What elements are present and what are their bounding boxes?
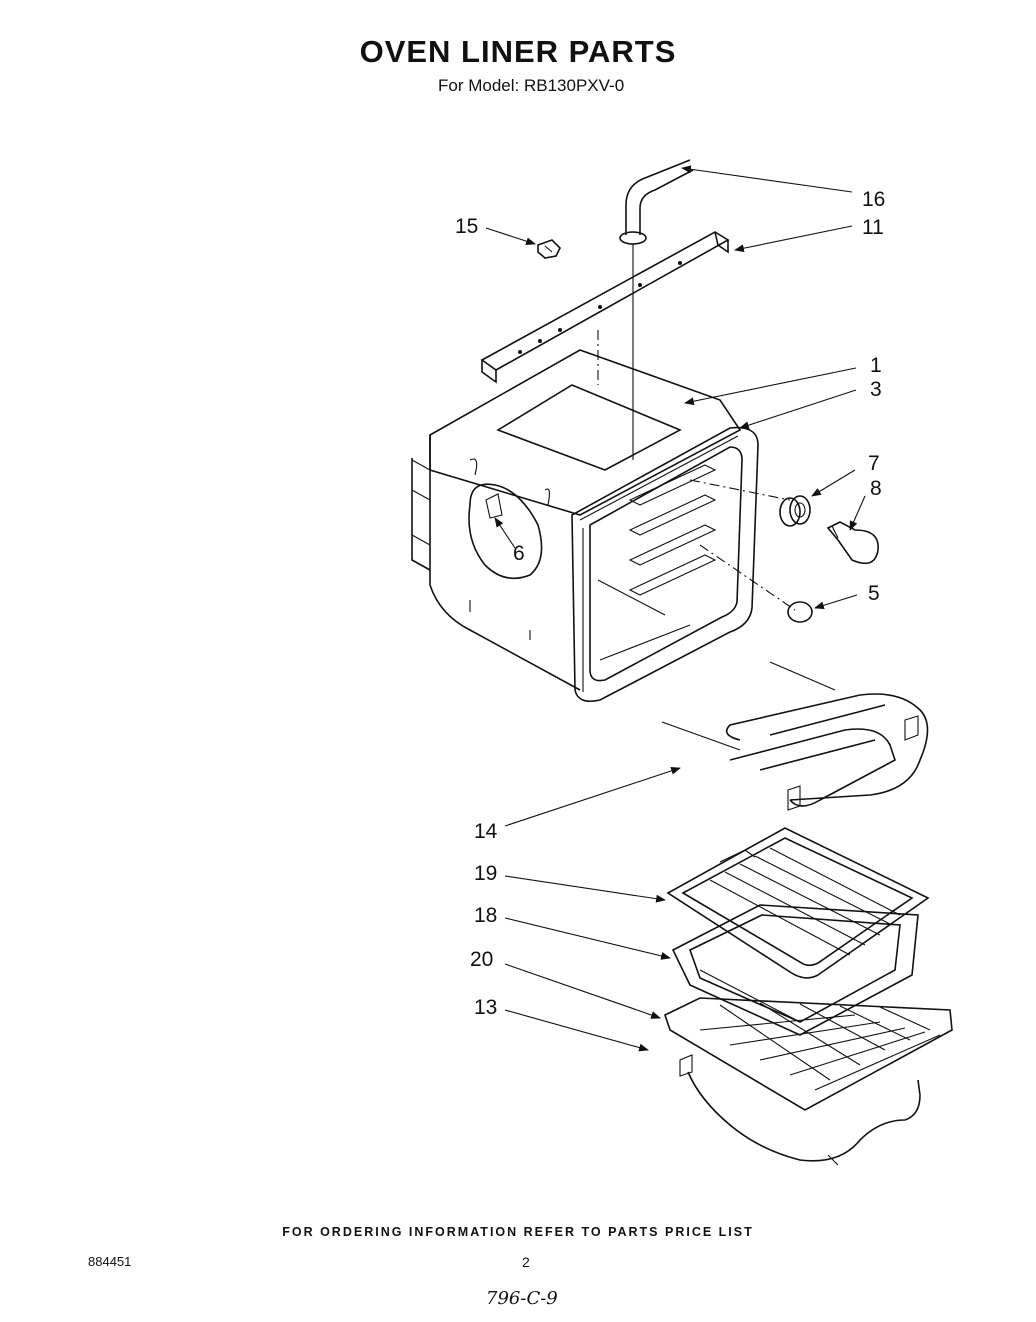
part-5-cover xyxy=(787,601,813,623)
callout-20: 20 xyxy=(470,948,493,971)
part-3-front-frame xyxy=(571,426,759,703)
part-15-clip xyxy=(537,239,561,259)
callout-15: 15 xyxy=(455,215,478,238)
part-18-broiler-pan xyxy=(671,904,919,1036)
part-20-oven-rack xyxy=(664,997,953,1111)
callout-11: 11 xyxy=(862,216,884,239)
callout-6: 6 xyxy=(513,542,525,565)
callout-14: 14 xyxy=(474,820,498,843)
handwritten-note: 796-C-9 xyxy=(486,1288,558,1309)
callout-19: 19 xyxy=(474,862,497,885)
callout-13: 13 xyxy=(474,996,497,1019)
document-number: 884451 xyxy=(88,1254,132,1269)
part-19-broiler-grid xyxy=(666,827,930,979)
callout-8: 8 xyxy=(870,477,882,500)
page-title: OVEN LINER PARTS xyxy=(359,34,677,69)
part-8-bulb xyxy=(826,521,879,565)
part-1-oven-liner xyxy=(411,349,742,691)
callout-7: 7 xyxy=(868,452,880,475)
callout-1: 1 xyxy=(870,354,882,377)
part-14-bake-element xyxy=(661,661,929,811)
ordering-info-note: FOR ORDERING INFORMATION REFER TO PARTS … xyxy=(282,1225,754,1239)
callout-16: 16 xyxy=(862,188,885,211)
part-13-broil-element xyxy=(679,1054,921,1166)
part-7-socket xyxy=(779,495,811,527)
callout-5: 5 xyxy=(868,582,880,605)
page-number: 2 xyxy=(522,1254,530,1270)
part-11-bracket xyxy=(480,231,730,384)
callout-3: 3 xyxy=(870,378,882,401)
callout-18: 18 xyxy=(474,904,497,927)
model-subtitle: For Model: RB130PXV-0 xyxy=(438,76,625,95)
part-16-tube xyxy=(619,159,694,460)
